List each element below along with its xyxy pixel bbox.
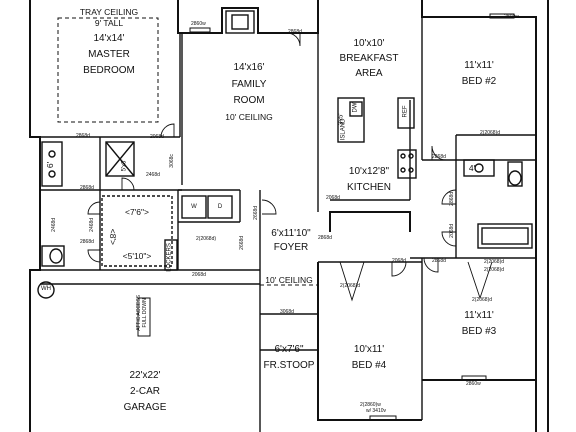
windows: [189, 13, 515, 421]
closet-fixtures: [101, 195, 233, 271]
garage-name1: 2-CAR: [129, 386, 160, 397]
bed2-name: BED #2: [461, 76, 497, 87]
opening-label: 2868d: [80, 185, 94, 191]
opening-label: 2868d: [432, 258, 446, 264]
opening-label: 2068d: [150, 134, 164, 140]
washer-label: W: [191, 204, 197, 210]
bed4-size: 10'x11': [353, 344, 385, 355]
opening-label: 2(2068d): [196, 236, 217, 242]
opening-label: 2868d: [80, 239, 94, 245]
opening-label: 2068d: [392, 258, 406, 264]
bed3-size: 11'x11': [464, 310, 494, 321]
fireplace: [225, 10, 255, 34]
dw-label: DW: [352, 102, 359, 113]
stoop-size: 6'x7'6": [274, 344, 304, 355]
master-tray-ceiling: TRAY CEILING: [79, 7, 139, 17]
opening-label: 2868d: [76, 133, 90, 139]
attic-access-box: [137, 297, 151, 337]
bed4-name: BED #4: [351, 360, 387, 371]
opening-label: 2860w: [191, 21, 206, 27]
opening-label: 2468d: [146, 172, 160, 178]
dryer-label: D: [217, 204, 223, 210]
family-ceiling: 10' CEILING: [225, 112, 273, 122]
wh-label: WH: [41, 286, 51, 292]
garage-name2: GARAGE: [123, 402, 167, 413]
opening-label: 2868d: [449, 191, 456, 206]
opening-label: 2(2068)d: [472, 297, 493, 303]
family-name1: FAMILY: [231, 79, 267, 90]
opening-label: 2860w: [504, 14, 519, 20]
attic-l2: FULL DOWN: [142, 298, 149, 328]
bath-fixtures: [41, 141, 533, 267]
kitchen-fixtures: [330, 97, 417, 201]
closet-side: <8'>: [107, 228, 118, 246]
opening-label: 2468d: [51, 217, 58, 232]
opening-label: 3068d: [280, 309, 294, 315]
kitchen-size: 10'x12'8": [348, 166, 390, 177]
opening-label: 2(2860)w: [360, 402, 381, 408]
garage-size: 22'x22': [129, 370, 161, 381]
closet-top: <7'6">: [124, 207, 150, 217]
stoop-name: FR.STOOP: [263, 360, 315, 371]
opening-label: 2860w: [466, 381, 481, 387]
ref-label: REF: [402, 105, 409, 118]
opening-label: 2868d: [288, 29, 302, 35]
opening-label: w/ 3410v: [366, 408, 387, 414]
master-name2: BEDROOM: [83, 65, 135, 76]
breakfast-name1: BREAKFAST: [339, 53, 399, 64]
breakfast-size: 10'x10': [353, 38, 385, 49]
kitchen-name: KITCHEN: [347, 182, 391, 193]
opening-label: 2668d: [239, 235, 246, 250]
shower-size: 5'x3': [121, 159, 128, 172]
opening-label: 3068c: [168, 154, 175, 168]
opening-label: 2068d: [449, 223, 456, 238]
opening-label: 2068d: [192, 272, 206, 278]
family-name2: ROOM: [233, 95, 265, 106]
family-size: 14'x16': [233, 62, 265, 73]
opening-label: 2668d: [253, 205, 260, 220]
master-size: 14'x14': [93, 33, 125, 44]
island-label: ISLAND: [340, 118, 347, 141]
opening-label: 2868d: [432, 154, 446, 160]
water-heater-circle: [37, 281, 55, 299]
closet-bottom: <5'10">: [122, 251, 152, 261]
door-swings: [87, 32, 493, 302]
lockers-label: LOCKERS: [166, 243, 173, 272]
master-height: 9' TALL: [94, 18, 124, 28]
opening-label: 2(2068)d: [340, 283, 361, 289]
foyer-name: FOYER: [273, 242, 309, 253]
foyer-ceiling: 10' CEILING: [265, 275, 313, 285]
opening-label: 2468d: [89, 217, 96, 232]
ceiling-lines: [57, 17, 319, 286]
opening-label: 2(2068)d: [480, 130, 501, 136]
bed3-name: BED #3: [461, 326, 497, 337]
opening-label: 2(2068)d: [484, 267, 505, 273]
tub-size: 6': [45, 161, 56, 169]
foyer-size: 6'x11'10": [271, 228, 311, 239]
opening-label: 2(2068)d: [484, 259, 505, 265]
opening-label: 2068d: [326, 195, 340, 201]
master-name1: MASTER: [88, 49, 130, 60]
opening-label: 2868d: [318, 235, 332, 241]
breakfast-name2: AREA: [355, 68, 383, 79]
bath2-size: 4': [468, 163, 476, 173]
bed2-size: 11'x11': [464, 60, 494, 71]
